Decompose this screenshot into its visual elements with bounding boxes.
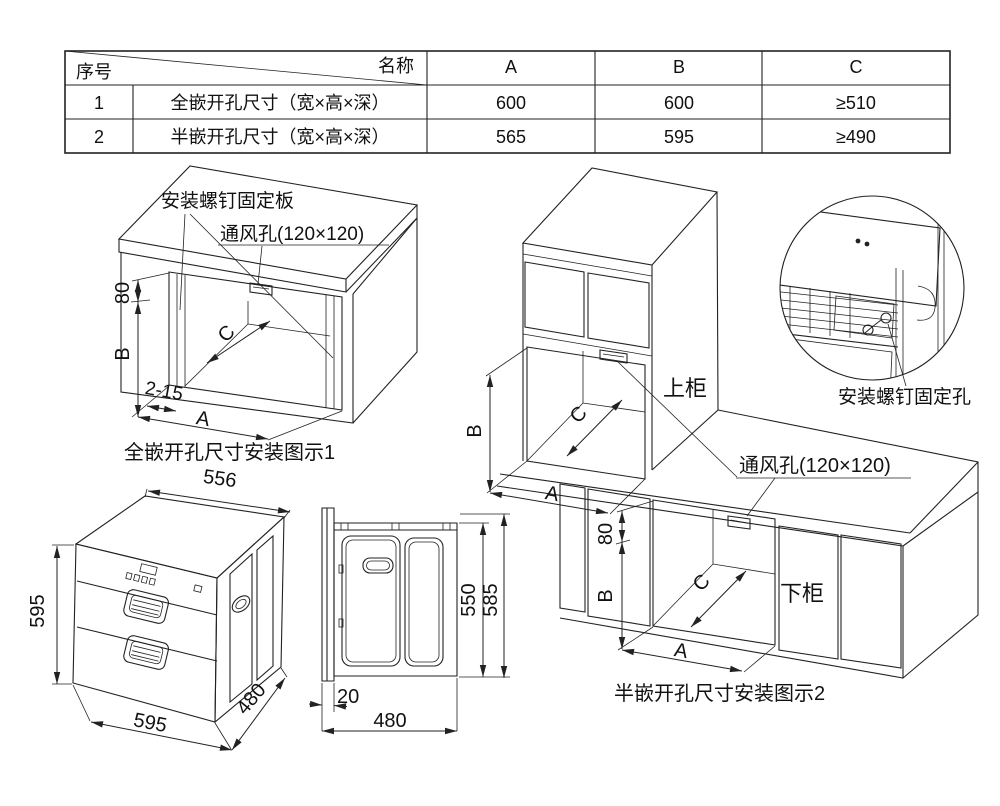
dim-480-depth: 480 [232, 679, 270, 719]
fig3-side-view-drawing: 550 585 20 480 [308, 507, 510, 735]
drawer-handle [123, 635, 170, 670]
cutout-opening [168, 271, 343, 411]
table-corner-col-label: 名称 [378, 56, 414, 76]
fig4-semi-embed-drawing: B A C 上柜 通风孔(120×120) 80 B A C 下柜 半嵌开孔尺寸… [464, 167, 979, 705]
row1-no: 1 [94, 93, 104, 113]
dim-a: A [195, 407, 213, 431]
fig1-full-embed-drawing: 安装螺钉固定板 通风孔(120×120) 80 B A 2-15 C 全嵌开孔尺… [112, 165, 419, 464]
dim-20: 20 [337, 686, 359, 708]
upper-dim-b: B [464, 424, 486, 437]
lower-dim-b: B [595, 589, 617, 602]
drawer-handle [123, 589, 170, 624]
lower-cabinet-doors [778, 525, 902, 669]
handle-cutout [362, 557, 394, 574]
row1-c: ≥510 [836, 93, 876, 113]
upper-dim-a: A [544, 482, 562, 506]
dim-80: 80 [112, 282, 134, 304]
fig4-caption: 半嵌开孔尺寸安装图示2 [614, 682, 825, 705]
row2-a: 565 [496, 127, 526, 147]
row2-c: ≥490 [836, 127, 876, 147]
table-header-c: C [850, 57, 863, 77]
lower-cabinet-label: 下柜 [780, 581, 824, 606]
table-border [64, 50, 951, 154]
dim-b: B [112, 347, 134, 360]
upper-dim-c: C [566, 402, 592, 428]
front-panel [321, 507, 335, 682]
lower-niche [652, 499, 776, 646]
vent-hole [727, 515, 751, 530]
dim-c: C [214, 321, 240, 347]
vent-label: 通风孔(120×120) [220, 223, 364, 245]
dim-585: 585 [480, 583, 502, 616]
dim-556: 556 [202, 466, 238, 492]
screw-plate-label: 安装螺钉固定板 [161, 190, 294, 212]
lower-dim-c: C [689, 570, 715, 596]
row2-no: 2 [94, 127, 104, 147]
table-header-b: B [673, 57, 685, 77]
row2-b: 595 [664, 127, 694, 147]
vent-hole [249, 282, 273, 296]
dimension-table: 序号 名称 A B C 1 全嵌开孔尺寸（宽×高×深） 600 600 ≥510… [64, 50, 951, 154]
dim-595-width: 595 [132, 709, 169, 737]
side-grip-cutout [231, 595, 251, 613]
row1-a: 600 [496, 93, 526, 113]
dim-480: 480 [373, 710, 406, 732]
detail-circle-screw-hole: 安装螺钉固定孔 [779, 195, 971, 408]
dim-595-height: 595 [27, 594, 49, 627]
table-row: 1 全嵌开孔尺寸（宽×高×深） 600 600 ≥510 [94, 93, 876, 113]
screw-hole-label: 安装螺钉固定孔 [838, 386, 971, 408]
fig1-caption: 全嵌开孔尺寸安装图示1 [124, 441, 335, 464]
vent-label: 通风孔(120×120) [739, 454, 891, 477]
upper-cabinet-doors [524, 261, 650, 349]
control-panel [125, 563, 203, 593]
vent-hole [599, 349, 628, 364]
lower-dim-a: A [673, 639, 691, 663]
table-row: 2 半嵌开孔尺寸（宽×高×深） 565 595 ≥490 [94, 127, 876, 147]
dim-550: 550 [458, 583, 480, 616]
table-header-a: A [505, 57, 517, 77]
dim-gap: 2-15 [143, 378, 184, 405]
fig2-appliance-drawing: 556 595 595 480 [27, 466, 291, 751]
row2-name: 半嵌开孔尺寸（宽×高×深） [170, 127, 389, 147]
row1-name: 全嵌开孔尺寸（宽×高×深） [170, 93, 389, 113]
upper-cabinet-label: 上柜 [663, 376, 707, 401]
lower-dim-80: 80 [595, 523, 617, 545]
row1-b: 600 [664, 93, 694, 113]
table-corner-row-label: 序号 [76, 62, 112, 82]
table-diagonal-divider [64, 50, 428, 86]
